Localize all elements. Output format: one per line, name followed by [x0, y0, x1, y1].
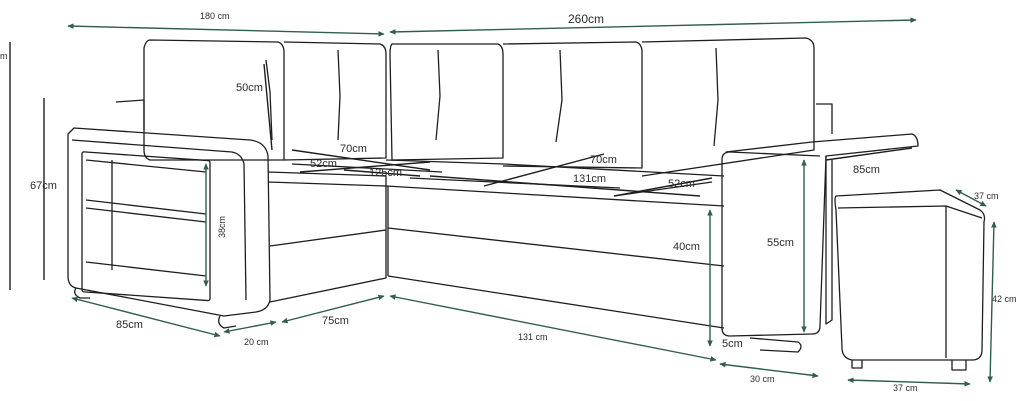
main-bottom: [387, 275, 725, 329]
main-seat-front: [385, 185, 725, 207]
right-arm-foot: [749, 337, 802, 353]
label-chaise-depth-bottom: 85cm: [116, 319, 143, 331]
label-left-cut: m: [0, 51, 8, 61]
label-foot-width-left: 20 cm: [244, 337, 269, 347]
shelf-arm: [67, 127, 271, 317]
dim-line-42: [987, 221, 997, 383]
pouf-foot-left: [851, 360, 863, 369]
dim-line-70b: [483, 153, 605, 187]
shelf-board-top: [85, 159, 207, 173]
dim-line-37-top: [955, 189, 987, 207]
main-base: [387, 227, 725, 267]
label-shelf-height: 38cm: [217, 215, 227, 238]
dim-line-52b: [613, 177, 713, 197]
label-leg-height: 5cm: [722, 338, 743, 350]
back-cushion-4: [502, 41, 643, 169]
label-bed-length: 125cm: [369, 167, 403, 179]
seam-2: [337, 49, 341, 141]
main-seat-top: [385, 159, 725, 177]
right-arm-back: [816, 103, 833, 134]
shelf-board-mid2: [85, 207, 207, 223]
shelf-board-mid: [85, 199, 207, 215]
dim-line-37-bottom: [847, 377, 971, 387]
chaise-base: [267, 171, 387, 303]
label-pouf-depth: 37 cm: [974, 191, 999, 201]
seam-3: [435, 49, 441, 141]
label-armrest-height: 55cm: [767, 237, 794, 249]
dim-line-131: [389, 294, 717, 362]
dim-line-260: [389, 17, 917, 35]
pouf-top-edge: [837, 205, 983, 219]
label-backrest-height: 50cm: [236, 82, 263, 94]
dim-line-50: [263, 63, 273, 151]
left-arm-back: [115, 99, 145, 130]
label-seat-height: 40cm: [673, 241, 700, 253]
dim-line-75: [281, 294, 385, 324]
pouf-foot-right: [951, 360, 967, 371]
label-main-front: 131 cm: [518, 332, 548, 342]
label-pouf-height: 42 cm: [992, 294, 1017, 304]
label-armrest-width: 30 cm: [750, 374, 775, 384]
dim-line-131a: [429, 175, 701, 197]
seam-5: [713, 47, 719, 147]
label-total-height: 67cm: [30, 180, 57, 192]
dim-line-20: [223, 320, 277, 334]
label-bed-width: 131cm: [573, 173, 607, 185]
label-ottoman-depth: 85cm: [853, 164, 880, 176]
label-total-width-right: 260cm: [568, 12, 605, 26]
back-cushion-2: [283, 41, 387, 161]
shelf-arm-front-face: [71, 139, 247, 301]
label-seat-depth-chaise-b: 52cm: [310, 158, 337, 170]
pouf: [834, 189, 986, 361]
right-arm-side: [825, 156, 833, 325]
right-arm-top-edge: [729, 151, 821, 157]
center-foot: [218, 315, 237, 329]
dim-line-85-top: [825, 147, 913, 161]
dim-line-180: [67, 23, 385, 37]
shelf-board-bottom: [85, 261, 207, 277]
back-cushion-5: [641, 37, 815, 177]
chaise-base-line: [269, 229, 387, 247]
label-pouf-width: 37 cm: [893, 383, 918, 393]
label-total-width-left: 180 cm: [200, 11, 230, 21]
label-seat-depth-main-b: 52cm: [668, 178, 695, 190]
dim-line-85-bottom: [71, 296, 221, 338]
seam-4: [555, 49, 563, 143]
dim-line-70a: [291, 149, 431, 171]
back-cushion-1: [143, 39, 285, 161]
label-chaise-front: 75cm: [322, 315, 349, 327]
back-cushion-3: [389, 43, 504, 161]
dim-line-30: [719, 361, 819, 379]
seat-line-b: [409, 177, 621, 189]
dimension-lines: [9, 17, 997, 387]
label-seat-depth-main: 70cm: [590, 154, 617, 166]
label-seat-depth-chaise: 70cm: [340, 143, 367, 155]
seam-1: [265, 59, 273, 141]
seat-line-a: [291, 163, 443, 173]
shelf-opening: [81, 151, 211, 302]
dim-line-125: [343, 169, 421, 177]
dim-line-52a: [299, 161, 431, 173]
chaise-seat-line: [267, 181, 387, 187]
right-arm: [721, 133, 919, 337]
sofa-outline: [67, 37, 986, 371]
